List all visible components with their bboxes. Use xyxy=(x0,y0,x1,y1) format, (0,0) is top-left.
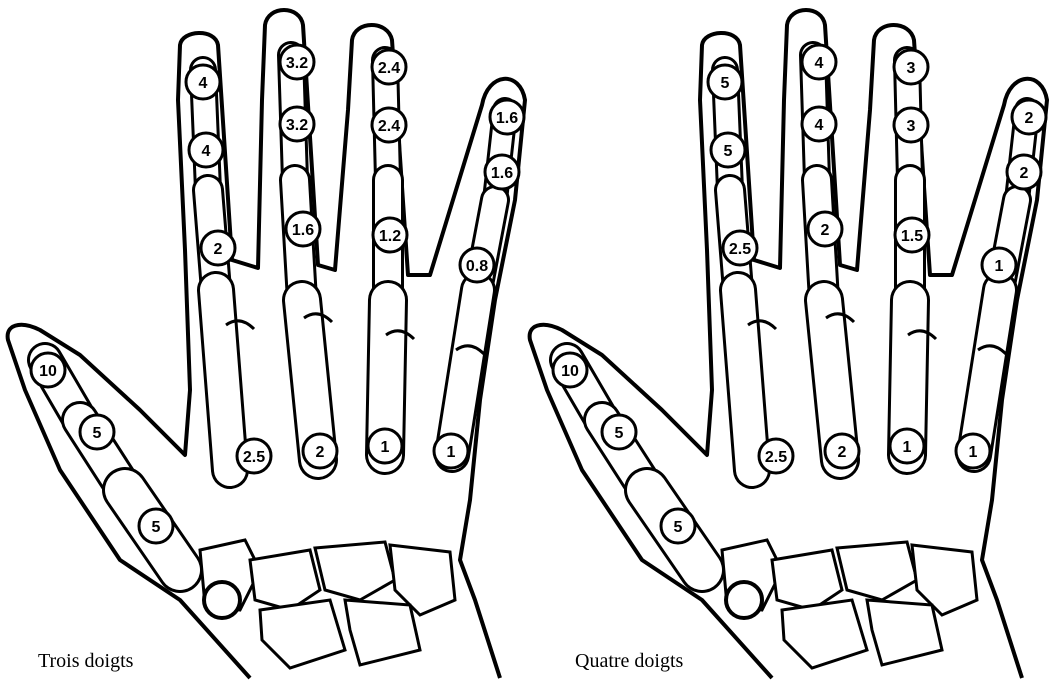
value-badge-label: 2 xyxy=(1025,110,1034,127)
value-badge: 1.5 xyxy=(895,218,929,252)
value-badge-label: 2.5 xyxy=(765,449,787,466)
value-badge: 1 xyxy=(982,248,1016,282)
carpal-bone xyxy=(772,550,842,610)
value-badge-label: 1 xyxy=(995,258,1004,275)
value-badge-label: 0.8 xyxy=(466,258,488,275)
carpal-bone xyxy=(782,600,867,668)
carpal-bone xyxy=(867,600,942,665)
value-badge-label: 5 xyxy=(674,519,683,536)
value-badge-label: 5 xyxy=(152,519,161,536)
value-badge-label: 1 xyxy=(903,439,912,456)
sesamoid-bone xyxy=(726,582,762,618)
value-badge: 5 xyxy=(602,415,636,449)
value-badge: 2.5 xyxy=(723,231,757,265)
value-badge: 2 xyxy=(808,212,842,246)
value-badge: 5 xyxy=(708,65,742,99)
value-badge-label: 5 xyxy=(724,143,733,160)
carpal-bone xyxy=(250,550,320,610)
bone xyxy=(216,290,230,470)
value-badge-label: 2.5 xyxy=(243,449,265,466)
value-badge: 4 xyxy=(186,65,220,99)
value-badge-label: 4 xyxy=(815,55,824,72)
value-badge: 2.5 xyxy=(237,439,271,473)
hand-left: 4 4 2 3.2 3.2 1.6 2.4 2.4 1.2 1.6 1.6 0.8 10 5 5 2.5 2 1 1 xyxy=(8,10,525,678)
value-badge: 0.8 xyxy=(460,248,494,282)
carpal-bone xyxy=(315,542,395,600)
value-badge: 5 xyxy=(661,509,695,543)
sesamoid-bone xyxy=(204,582,240,618)
value-badge: 3 xyxy=(894,50,928,84)
value-badge: 3 xyxy=(894,108,928,142)
value-badge-label: 3.2 xyxy=(286,117,308,134)
value-badge-label: 1.6 xyxy=(496,110,518,127)
value-badge: 5 xyxy=(80,415,114,449)
value-badge-label: 2 xyxy=(821,222,830,239)
value-badge: 4 xyxy=(189,133,223,167)
value-badge: 10 xyxy=(553,353,587,387)
value-badge-label: 4 xyxy=(815,117,824,134)
value-badge: 2 xyxy=(201,231,235,265)
value-badge-label: 1.6 xyxy=(491,165,513,182)
value-badge: 1 xyxy=(368,429,402,463)
value-badge-label: 2 xyxy=(214,241,223,258)
caption-quatre-doigts: Quatre doigts xyxy=(575,650,683,673)
carpal-bone xyxy=(260,600,345,668)
value-badge: 1 xyxy=(434,434,468,468)
value-badge-label: 3.2 xyxy=(286,55,308,72)
value-badge-label: 2 xyxy=(316,444,325,461)
value-badge: 1.6 xyxy=(485,155,519,189)
value-badge: 1 xyxy=(956,434,990,468)
value-badge-label: 2.4 xyxy=(378,118,400,135)
value-badge: 5 xyxy=(139,509,173,543)
value-badge: 2.5 xyxy=(759,439,793,473)
value-badge-label: 4 xyxy=(199,75,208,92)
caption-trois-doigts: Trois doigts xyxy=(38,650,133,673)
value-badge: 1 xyxy=(890,429,924,463)
value-badge: 5 xyxy=(711,133,745,167)
value-badge-label: 3 xyxy=(907,60,916,77)
value-badge-label: 2.4 xyxy=(378,60,400,77)
value-badge-label: 10 xyxy=(39,363,57,380)
value-badge: 4 xyxy=(802,107,836,141)
value-badge: 1.2 xyxy=(373,218,407,252)
value-badge: 1.6 xyxy=(286,212,320,246)
value-badge-label: 2 xyxy=(838,444,847,461)
value-badge-label: 1 xyxy=(969,444,978,461)
value-badge-label: 5 xyxy=(721,75,730,92)
value-badge: 2 xyxy=(1007,155,1041,189)
value-badge: 3.2 xyxy=(280,45,314,79)
value-badge-label: 10 xyxy=(561,363,579,380)
carpal-bone xyxy=(345,600,420,665)
value-badge: 2 xyxy=(303,434,337,468)
value-badge: 2.4 xyxy=(372,50,406,84)
value-badge-label: 1.2 xyxy=(379,228,401,245)
value-badge: 1.6 xyxy=(490,100,524,134)
value-badge-label: 2.5 xyxy=(729,241,751,258)
value-badge: 2 xyxy=(825,434,859,468)
carpal-bone xyxy=(837,542,917,600)
value-badge-label: 5 xyxy=(93,425,102,442)
hand-right: 5 5 2.5 4 4 2 3 3 1.5 2 2 1 10 5 5 2.5 2 1 1 xyxy=(530,10,1047,678)
bone xyxy=(738,290,752,470)
value-badge: 2.4 xyxy=(372,108,406,142)
value-badge-label: 4 xyxy=(202,143,211,160)
value-badge-label: 1.5 xyxy=(901,228,923,245)
value-badge: 2 xyxy=(1012,100,1046,134)
value-badge-label: 1 xyxy=(447,444,456,461)
value-badge: 10 xyxy=(31,353,65,387)
value-badge-label: 2 xyxy=(1020,165,1029,182)
value-badge: 3.2 xyxy=(280,107,314,141)
value-badge-label: 3 xyxy=(907,118,916,135)
value-badge-label: 5 xyxy=(615,425,624,442)
value-badge-label: 1 xyxy=(381,439,390,456)
value-badge-label: 1.6 xyxy=(292,222,314,239)
value-badge: 4 xyxy=(802,45,836,79)
